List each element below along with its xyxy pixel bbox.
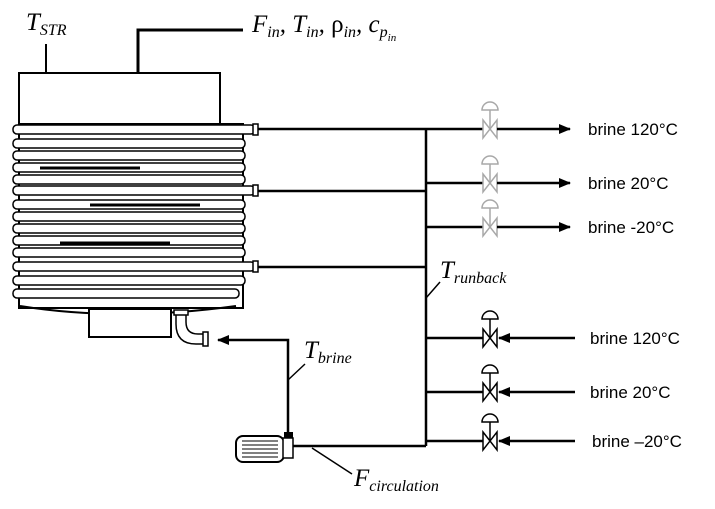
- t-str-sub: STR: [39, 22, 67, 39]
- coil-flange-3: [252, 260, 259, 273]
- f-circulation-label: Fcirculation: [354, 466, 439, 495]
- inlet-branch-20: [426, 364, 575, 404]
- t-str-base: T: [26, 9, 40, 36]
- feed-t: T: [292, 11, 307, 38]
- feed-f-sub: in: [267, 24, 280, 41]
- t-brine-label: Tbrine: [304, 338, 352, 367]
- tank-top: [18, 72, 221, 126]
- inlet-label-3: brine –20°C: [592, 432, 682, 451]
- feed-t-sub: in: [306, 24, 319, 41]
- t-runback-base: T: [440, 257, 454, 284]
- circulation-pump: [235, 432, 294, 463]
- feed-rho-sub: in: [343, 24, 357, 41]
- inlet-branch-minus20: [426, 413, 575, 453]
- inlet-label-2: brine 20°C: [590, 383, 671, 402]
- tank-inlet-elbow: [173, 309, 209, 347]
- outlet-branch-minus20: [426, 199, 571, 239]
- t-str-label: TSTR: [26, 10, 67, 39]
- feed-sep-3: ,: [356, 11, 363, 38]
- feed-c-subsub: in: [387, 32, 397, 44]
- f-circulation-sub: circulation: [369, 478, 439, 495]
- coil-flange-2: [252, 184, 259, 197]
- inlet-label-1: brine 120°C: [590, 329, 680, 348]
- feed-c-sub: p: [379, 24, 388, 41]
- inlet-branch-120: [426, 310, 575, 350]
- t-runback-label: Trunback: [440, 258, 506, 287]
- outlet-label-2: brine 20°C: [588, 174, 669, 193]
- outlet-branch-20: [426, 155, 571, 195]
- t-runback-leader: [425, 281, 441, 299]
- feed-rho: ρ: [331, 11, 344, 38]
- outlet-branch-120: [426, 101, 571, 141]
- brine-supply-line: [217, 335, 290, 432]
- outlet-label-1: brine 120°C: [588, 120, 678, 139]
- tank-outlet-stub: [88, 308, 172, 338]
- feed-f: F: [252, 11, 268, 38]
- f-circulation-base: F: [354, 465, 370, 492]
- outlet-label-3: brine -20°C: [588, 218, 675, 237]
- t-runback-sub: runback: [453, 270, 507, 287]
- cooling-coil: [12, 124, 256, 299]
- feed-label: Fin, Tin, ρin, cpin: [252, 12, 396, 44]
- feed-sep-1: ,: [279, 11, 286, 38]
- t-brine-base: T: [304, 337, 318, 364]
- t-brine-sub: brine: [317, 350, 352, 367]
- coil-flange-1: [252, 123, 259, 136]
- feed-sep-2: ,: [318, 11, 325, 38]
- feed-c: c: [368, 11, 380, 38]
- t-brine-leader: [287, 363, 306, 381]
- f-circulation-leader: [311, 447, 353, 475]
